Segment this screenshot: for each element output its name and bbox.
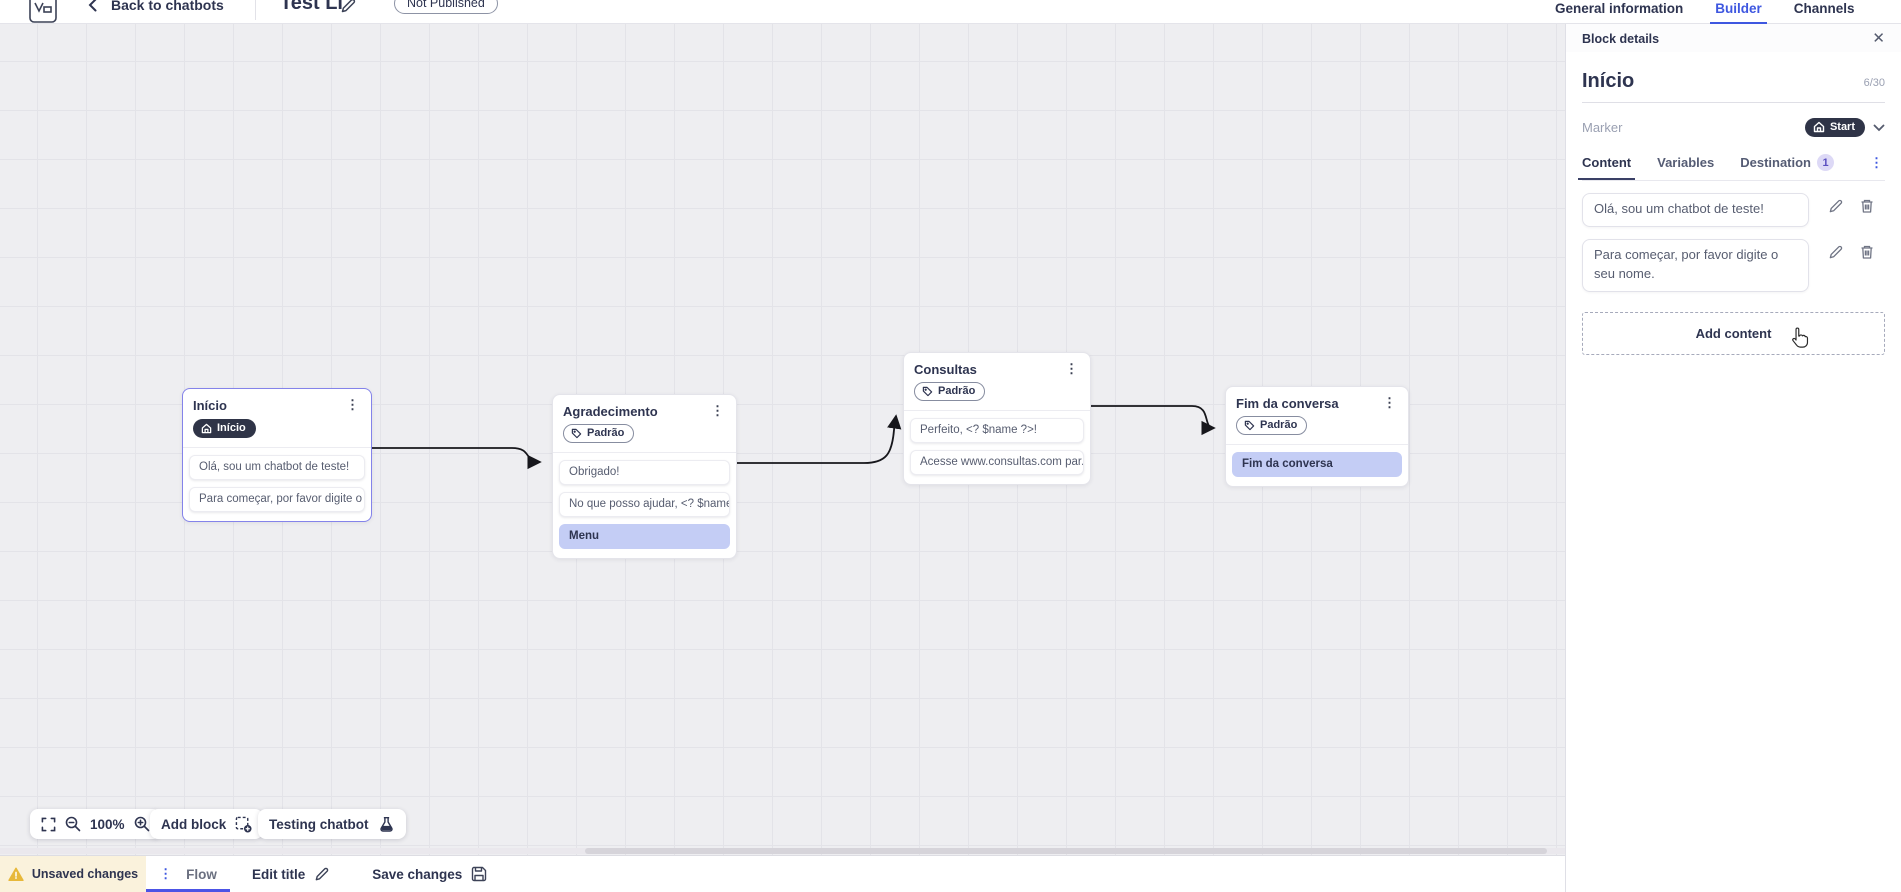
flask-icon — [379, 816, 393, 832]
block-content-row[interactable]: No que posso ajudar, <? $name ... — [559, 491, 730, 517]
panel-header: Block details ✕ — [1566, 24, 1901, 52]
tab-destination[interactable]: Destination 1 — [1740, 154, 1835, 180]
edit-content-icon[interactable] — [1828, 244, 1844, 260]
start-marker-badge: Início — [193, 419, 256, 438]
char-counter: 6/30 — [1863, 77, 1885, 89]
tab-content[interactable]: Content — [1577, 155, 1636, 180]
block-name-field[interactable]: Início 6/30 — [1582, 70, 1885, 103]
zoom-controls: 100% — [30, 809, 161, 839]
content-text-field[interactable]: Para começar, por favor digite o seu nom… — [1582, 238, 1809, 292]
add-block-button[interactable]: Add block — [150, 809, 264, 839]
bottom-bar: Unsaved changes ⋮ Flow Edit title Save c… — [0, 855, 1565, 892]
flow-tab-menu-icon[interactable]: ⋮ — [159, 866, 173, 881]
marker-label: Marker — [1582, 120, 1623, 135]
canvas-scrollbar-thumb[interactable] — [585, 848, 1547, 854]
marker-row: Marker Start — [1582, 118, 1885, 137]
back-to-chatbots-button[interactable]: Back to chatbots — [88, 0, 224, 13]
block-title: Consultas — [914, 362, 977, 377]
flow-block-consultas[interactable]: Consultas ⋮ Padrão Perfeito, <? $name ?>… — [903, 352, 1091, 485]
block-content-row[interactable]: Acesse www.consultas.com par... — [910, 449, 1084, 475]
tag-icon — [1244, 420, 1255, 430]
block-tag-badge: Padrão — [1236, 416, 1308, 435]
tab-builder[interactable]: Builder — [1710, 0, 1767, 24]
app-logo-icon — [28, 0, 58, 24]
tag-icon — [571, 428, 582, 438]
add-content-button[interactable]: Add content — [1582, 311, 1885, 355]
close-icon[interactable]: ✕ — [1872, 30, 1885, 47]
chevron-left-icon — [88, 0, 97, 12]
topbar-divider — [255, 0, 256, 20]
panel-title: Block details — [1582, 31, 1660, 46]
tab-channels[interactable]: Channels — [1793, 1, 1855, 16]
marker-start-badge[interactable]: Start — [1804, 118, 1865, 137]
tab-general-information[interactable]: General information — [1555, 1, 1684, 16]
block-title: Agradecimento — [563, 404, 658, 419]
delete-content-icon[interactable] — [1859, 198, 1875, 214]
warning-icon — [8, 867, 24, 881]
main-tabs: General information Builder Channels — [1550, 0, 1860, 24]
edit-content-icon[interactable] — [1828, 198, 1844, 214]
unsaved-changes-badge: Unsaved changes — [0, 856, 146, 892]
block-menu-icon[interactable]: ⋮ — [1065, 361, 1078, 376]
block-title: Início — [193, 398, 227, 413]
block-menu-icon[interactable]: ⋮ — [346, 397, 359, 412]
pencil-icon — [315, 867, 329, 881]
block-content-row[interactable]: Olá, sou um chatbot de teste! — [189, 454, 365, 480]
status-badge: Not Published — [394, 0, 498, 14]
edit-title-button[interactable]: Edit title — [252, 856, 330, 892]
flow-block-agradecimento[interactable]: Agradecimento ⋮ Padrão Obrigado! No que … — [552, 394, 737, 559]
add-block-icon — [235, 816, 252, 833]
top-bar: Back to chatbots Test Li Not Published G… — [0, 0, 1901, 24]
block-menu-icon[interactable]: ⋮ — [1383, 395, 1396, 410]
home-icon — [201, 423, 212, 433]
block-end-row[interactable]: Fim da conversa — [1232, 451, 1402, 477]
tag-icon — [922, 386, 933, 396]
destination-count-badge: 1 — [1817, 154, 1835, 171]
zoom-out-icon[interactable] — [65, 816, 81, 832]
block-tag-badge: Padrão — [914, 382, 986, 401]
panel-tabs: Content Variables Destination 1 ⋮ — [1577, 154, 1885, 181]
chevron-down-icon[interactable] — [1873, 124, 1885, 132]
save-changes-button[interactable]: Save changes — [372, 856, 487, 892]
block-content-row[interactable]: Para começar, por favor digite o ... — [189, 486, 365, 512]
home-icon — [1813, 121, 1825, 133]
content-text-field[interactable]: Olá, sou um chatbot de teste! — [1582, 193, 1809, 227]
block-name-value: Início — [1582, 70, 1635, 92]
back-label: Back to chatbots — [111, 0, 224, 13]
flow-canvas[interactable]: Início ⋮ Início Olá, sou um chatbot de t… — [0, 24, 1565, 855]
flow-block-inicio[interactable]: Início ⋮ Início Olá, sou um chatbot de t… — [182, 388, 372, 522]
block-tag-badge: Padrão — [563, 424, 635, 443]
block-content-row[interactable]: Perfeito, <? $name ?>! — [910, 417, 1084, 443]
testing-chatbot-button[interactable]: Testing chatbot — [258, 809, 406, 839]
block-menu-row[interactable]: Menu — [559, 523, 730, 549]
fit-screen-icon[interactable] — [41, 817, 56, 832]
zoom-in-icon[interactable] — [134, 816, 150, 832]
chatbot-title: Test Li — [280, 0, 343, 14]
block-content-row[interactable]: Obrigado! — [559, 459, 730, 485]
zoom-level: 100% — [90, 816, 125, 832]
block-menu-icon[interactable]: ⋮ — [711, 403, 724, 418]
block-title: Fim da conversa — [1236, 396, 1339, 411]
flow-block-fim-da-conversa[interactable]: Fim da conversa ⋮ Padrão Fim da conversa — [1225, 386, 1409, 487]
tab-variables[interactable]: Variables — [1657, 155, 1715, 170]
content-item: Olá, sou um chatbot de teste! — [1582, 193, 1885, 227]
content-item: Para começar, por favor digite o seu nom… — [1582, 238, 1885, 292]
panel-tabs-menu-icon[interactable]: ⋮ — [1870, 155, 1883, 170]
tab-flow[interactable]: ⋮ Flow — [146, 856, 230, 892]
block-details-panel: Block details ✕ Início 6/30 Marker Start — [1565, 24, 1901, 892]
edit-chatbot-title-icon[interactable] — [340, 0, 357, 14]
save-icon — [472, 866, 487, 882]
delete-content-icon[interactable] — [1859, 244, 1875, 260]
